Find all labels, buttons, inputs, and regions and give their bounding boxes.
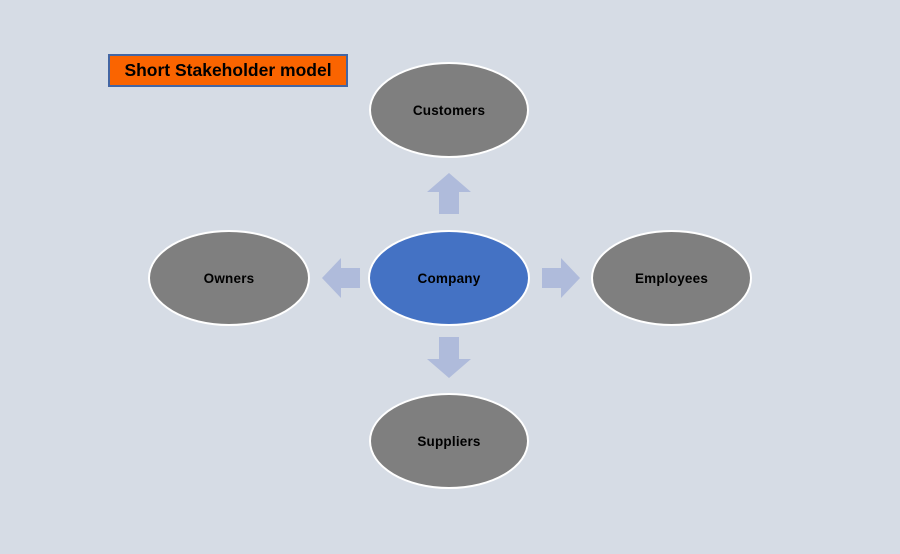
node-suppliers-label: Suppliers: [417, 433, 481, 449]
arrow-right-icon: [542, 258, 580, 298]
title-label: Short Stakeholder model: [124, 60, 332, 80]
arrow-down-icon: [427, 337, 471, 378]
node-company: Company: [368, 230, 530, 326]
node-owners: Owners: [148, 230, 310, 326]
node-employees-label: Employees: [634, 270, 709, 286]
node-customers: Customers: [369, 62, 529, 158]
arrow-up-icon: [427, 173, 471, 214]
arrow-left-icon: [322, 258, 360, 298]
node-customers-label: Customers: [412, 102, 486, 118]
node-owners-label: Owners: [203, 270, 255, 286]
node-company-label: Company: [417, 270, 481, 286]
title-box: Short Stakeholder model: [108, 54, 348, 87]
node-suppliers: Suppliers: [369, 393, 529, 489]
node-employees: Employees: [591, 230, 752, 326]
